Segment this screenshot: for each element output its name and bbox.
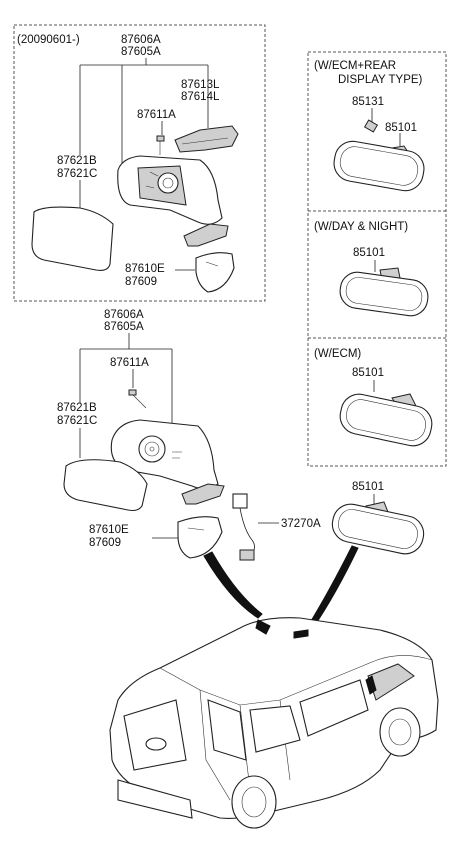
mirror-glass-part bbox=[31, 206, 114, 271]
variant-1-title-1: (W/ECM+REAR bbox=[314, 60, 396, 72]
b-housing-label-1: 87606A bbox=[104, 309, 144, 321]
cover-label-2: 87614L bbox=[181, 91, 220, 103]
cap-detail bbox=[205, 261, 219, 267]
b-inside-mirror bbox=[331, 503, 425, 555]
b-scalp-cap-part bbox=[177, 516, 223, 559]
housing-label-2: 87605A bbox=[121, 46, 161, 58]
cover-label-1: 87613L bbox=[181, 79, 220, 91]
glass-label-2: 87621C bbox=[57, 168, 97, 180]
b-glass-label-2: 87621C bbox=[57, 415, 97, 427]
date-label: (20090601-) bbox=[17, 34, 80, 46]
variant-1-mirror bbox=[333, 140, 425, 192]
b-leader-lines bbox=[79, 333, 173, 458]
b-glass-label-1: 87621B bbox=[57, 402, 97, 414]
cap-label-2: 87609 bbox=[125, 276, 157, 288]
scalp-cap-part bbox=[195, 252, 235, 293]
variant-3-part: 85101 bbox=[352, 367, 384, 379]
b-mirror-base-part bbox=[181, 483, 225, 505]
b-screw-icon bbox=[128, 389, 147, 409]
variant-1-title-2: DISPLAY TYPE) bbox=[338, 74, 423, 86]
vehicle-illustration bbox=[109, 617, 439, 829]
housing-label-1: 87606A bbox=[121, 34, 161, 46]
frame-inside-mirror-variants bbox=[307, 51, 447, 467]
variant-3-mirror bbox=[339, 393, 433, 447]
screw-icon bbox=[156, 135, 165, 155]
variant-1-part-1: 85131 bbox=[352, 96, 384, 108]
variant-2-part: 85101 bbox=[353, 247, 385, 259]
b-inside-mirror-label: 85101 bbox=[352, 481, 384, 493]
frame-outside-mirror-2009 bbox=[13, 24, 266, 302]
mirror-housing-part bbox=[117, 155, 223, 225]
variant-2-title: (W/DAY & NIGHT) bbox=[314, 221, 408, 233]
variant-2-mirror bbox=[339, 271, 429, 317]
variant-1-part-2: 85101 bbox=[385, 122, 417, 134]
wiring-harness-part bbox=[232, 493, 255, 561]
screw-label: 87611A bbox=[137, 109, 176, 121]
b-harness-label: 37270A bbox=[281, 518, 321, 530]
b-mirror-glass-part bbox=[63, 459, 148, 512]
b-housing-label-2: 87605A bbox=[104, 321, 144, 333]
glass-label-1: 87621B bbox=[57, 155, 97, 167]
b-screw-label: 87611A bbox=[110, 357, 149, 369]
arrow-to-outside-mirror bbox=[203, 551, 263, 619]
mirror-base-part bbox=[183, 223, 229, 247]
b-mirror-housing-part bbox=[110, 419, 219, 490]
cap-label-1: 87610E bbox=[125, 263, 165, 275]
variant-3-title: (W/ECM) bbox=[314, 348, 361, 360]
b-cap-label-1: 87610E bbox=[89, 524, 129, 536]
arrow-to-inside-mirror bbox=[307, 545, 359, 629]
cover-detail bbox=[181, 137, 229, 145]
leader-lines-top bbox=[79, 58, 209, 208]
b-leader-lines-2 bbox=[152, 494, 375, 539]
sensor-part bbox=[363, 119, 379, 133]
mirror-cover-part bbox=[174, 125, 239, 153]
variant-1-leaders bbox=[371, 108, 401, 146]
b-cap-label-2: 87609 bbox=[89, 537, 121, 549]
